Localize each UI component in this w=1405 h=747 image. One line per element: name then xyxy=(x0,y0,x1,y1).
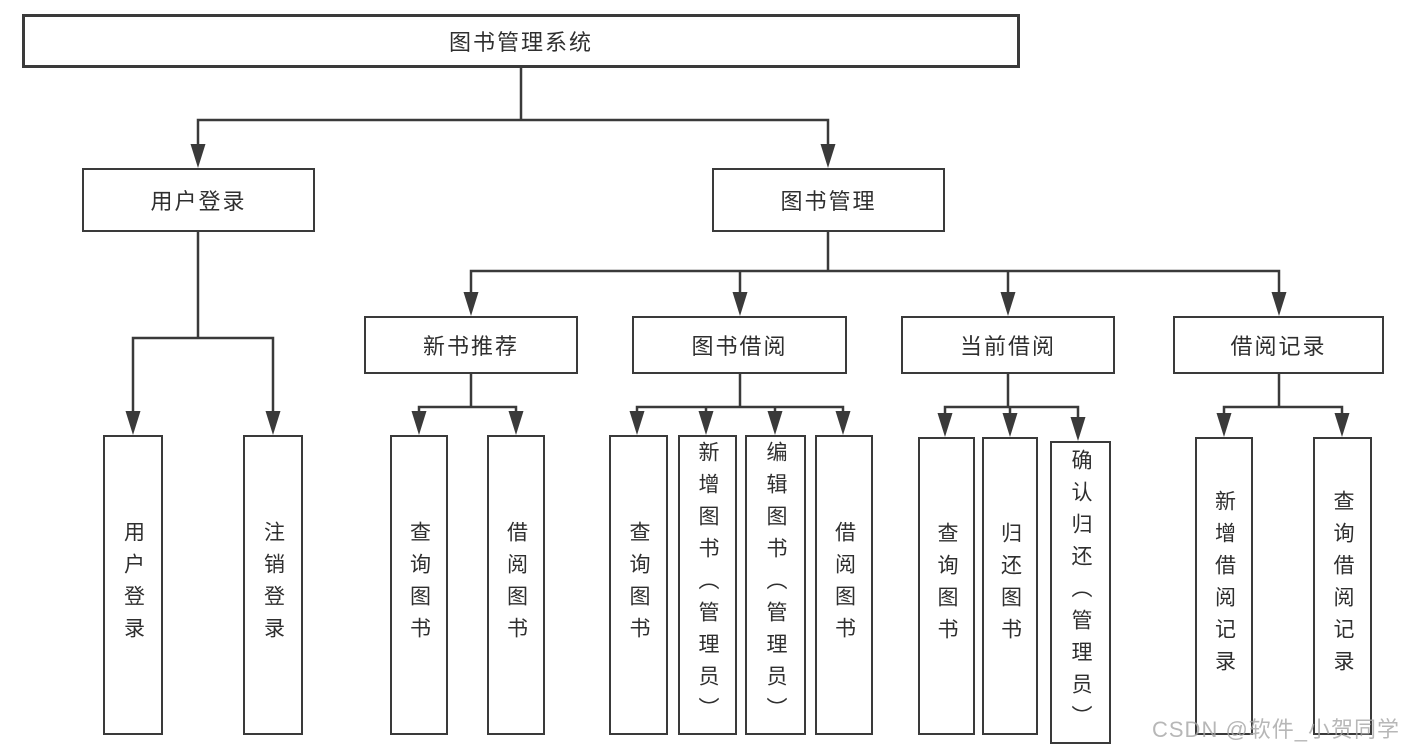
node-label: 图书管理 xyxy=(780,189,877,214)
leaf-label: 查询图书 xyxy=(935,522,958,650)
leaf-label: 查询借阅记录 xyxy=(1331,490,1354,682)
leaf-logout: 注销登录 xyxy=(243,435,303,735)
node-label: 借阅记录 xyxy=(1230,334,1327,359)
leaf-label: 编辑图书（管理员） xyxy=(764,441,787,729)
leaf-user-login: 用户登录 xyxy=(103,435,163,735)
leaf-borrowing-add-books-admin: 新增图书（管理员） xyxy=(678,435,737,735)
leaf-current-return-books: 归还图书 xyxy=(982,437,1038,735)
node-label: 新书推荐 xyxy=(422,334,519,359)
leaf-newbook-query-books: 查询图书 xyxy=(390,435,448,735)
leaf-borrowing-borrow-books: 借阅图书 xyxy=(815,435,873,735)
leaf-label: 用户登录 xyxy=(121,521,145,649)
leaf-label: 注销登录 xyxy=(261,521,285,649)
leaf-current-query-books: 查询图书 xyxy=(918,437,975,735)
leaf-label: 借阅图书 xyxy=(504,521,528,649)
leaf-records-add-borrow-record: 新增借阅记录 xyxy=(1195,437,1253,735)
arrowheads xyxy=(125,144,1350,441)
csdn-watermark: CSDN @软件_小贺同学 xyxy=(1152,717,1401,742)
leaf-label: 新增借阅记录 xyxy=(1212,490,1236,682)
leaf-current-confirm-return-admin: 确认归还（管理员） xyxy=(1050,441,1111,744)
leaf-label: 确认归还（管理员） xyxy=(1069,448,1092,737)
node-current-borrowing: 当前借阅 xyxy=(901,316,1115,374)
node-root-library-system: 图书管理系统 xyxy=(22,14,1020,68)
leaf-label: 新增图书（管理员） xyxy=(696,441,719,729)
leaf-label: 借阅图书 xyxy=(832,521,856,649)
node-book-management: 图书管理 xyxy=(712,168,945,232)
leaf-borrowing-query-books: 查询图书 xyxy=(609,435,668,735)
node-label: 用户登录 xyxy=(150,189,247,214)
node-new-book-recommend: 新书推荐 xyxy=(364,316,578,374)
leaf-label: 查询图书 xyxy=(627,521,650,649)
node-user-login: 用户登录 xyxy=(82,168,315,232)
node-label: 图书管理系统 xyxy=(448,30,593,55)
node-label: 图书借阅 xyxy=(691,334,788,359)
leaf-label: 归还图书 xyxy=(998,522,1022,650)
leaf-borrowing-edit-books-admin: 编辑图书（管理员） xyxy=(745,435,806,735)
leaf-records-query-borrow-record: 查询借阅记录 xyxy=(1313,437,1372,735)
leaf-label: 查询图书 xyxy=(407,521,431,649)
node-borrow-records: 借阅记录 xyxy=(1173,316,1384,374)
leaf-newbook-borrow-books: 借阅图书 xyxy=(487,435,545,735)
node-book-borrowing: 图书借阅 xyxy=(632,316,847,374)
node-label: 当前借阅 xyxy=(959,334,1056,359)
